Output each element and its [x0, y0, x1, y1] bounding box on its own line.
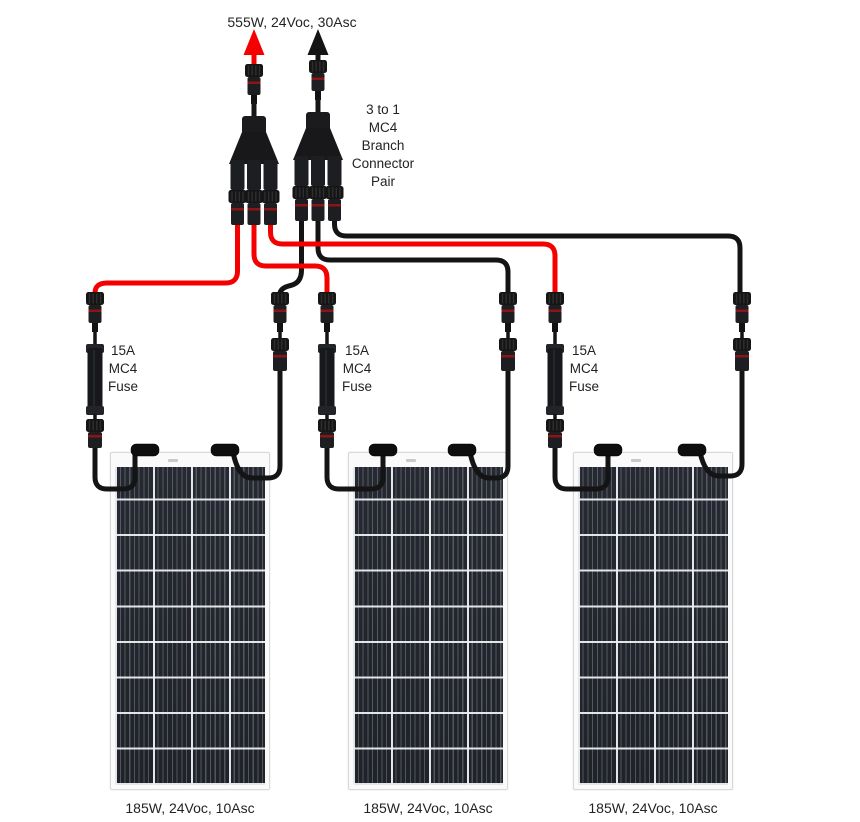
positive-output-arrow: [243, 29, 265, 55]
negative-branch-connector-icon: [293, 60, 344, 221]
panel-sticker: [631, 459, 641, 462]
solar-panel-1: [110, 452, 270, 790]
panel3-positive-lead: [552, 433, 611, 492]
mc4-fuse-2-icon: [318, 292, 336, 448]
panel-sticker: [168, 459, 178, 462]
solar-panel-2: [348, 452, 508, 790]
junction-box: [593, 443, 623, 457]
array-output-label: 555W, 24Voc, 30Asc: [227, 14, 357, 30]
fuse-label-2: 15A MC4 Fuse: [341, 343, 373, 394]
negative-wire-panel2: [315, 215, 511, 305]
positive-wire-panel3: [268, 219, 558, 305]
panel-rating-label-2: 185W, 24Voc, 10Asc: [363, 800, 493, 816]
junction-box: [368, 443, 398, 457]
fuse-label-1: 15A MC4 Fuse: [107, 343, 139, 394]
negative-wire-panel1: [277, 215, 304, 307]
junction-box: [130, 443, 160, 457]
mc4-connector-2-icon: [499, 292, 517, 371]
negative-output-arrow: [307, 29, 329, 55]
junction-boxes: [130, 443, 707, 457]
positive-wire-panel2: [251, 219, 330, 305]
mc4-fuse-3-icon: [546, 292, 564, 448]
mc4-connector-1-icon: [271, 292, 289, 371]
negative-wires: [92, 47, 745, 492]
positive-branch-connector-icon: [229, 64, 280, 225]
junction-box: [447, 443, 477, 457]
panel1-negative-lead: [230, 363, 283, 481]
panel1-positive-lead: [92, 433, 138, 492]
junction-box: [210, 443, 240, 457]
panel3-negative-lead: [697, 363, 745, 479]
panel-rating-label-1: 185W, 24Voc, 10Asc: [125, 800, 255, 816]
panel2-positive-lead: [324, 433, 386, 492]
mc4-connector-3-icon: [733, 292, 751, 371]
solar-cells: [115, 467, 265, 785]
fuse-label-3: 15A MC4 Fuse: [568, 343, 600, 394]
solar-cells: [578, 467, 728, 785]
junction-box: [677, 443, 707, 457]
mc4-fuse-1-icon: [86, 292, 104, 448]
solar-panel-3: [573, 452, 733, 790]
positive-wire-panel1: [92, 219, 240, 305]
solar-cells: [353, 467, 503, 785]
negative-wire-panel3: [332, 215, 743, 305]
panel-sticker: [406, 459, 416, 462]
panel2-negative-lead: [467, 363, 511, 481]
branch-connector-label: 3 to 1 MC4 Branch Connector Pair: [351, 102, 415, 189]
panel-rating-label-3: 185W, 24Voc, 10Asc: [588, 800, 718, 816]
